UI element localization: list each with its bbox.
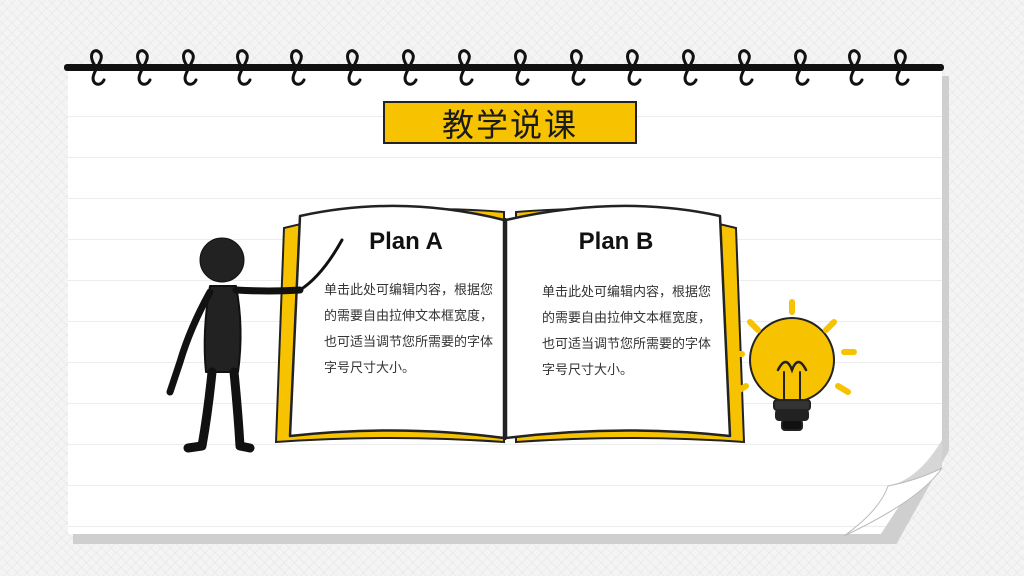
spiral-ring-icon bbox=[682, 49, 698, 86]
spiral-ring-icon bbox=[90, 49, 106, 86]
binding-bar bbox=[64, 64, 944, 71]
spiral-ring-icon bbox=[794, 49, 810, 86]
plan-b-body: 单击此处可编辑内容，根据您的需要自由拉伸文本框宽度，也可适当调节您所需要的字体字… bbox=[542, 285, 712, 378]
spiral-binding bbox=[90, 49, 910, 86]
spiral-ring-icon bbox=[182, 49, 198, 86]
stick-figure-teacher-icon bbox=[166, 237, 344, 453]
open-book-icon bbox=[274, 204, 746, 444]
spiral-ring-icon bbox=[290, 49, 306, 86]
spiral-ring-icon bbox=[626, 49, 642, 86]
title-banner: 教学说课 bbox=[383, 101, 637, 144]
spiral-ring-icon bbox=[136, 49, 152, 86]
spiral-ring-icon bbox=[402, 49, 418, 86]
spiral-ring-icon bbox=[570, 49, 586, 86]
page-title: 教学说课 bbox=[441, 105, 578, 144]
spiral-ring-icon bbox=[458, 49, 474, 86]
page-curl-icon bbox=[843, 440, 943, 536]
light-bulb-icon bbox=[729, 299, 857, 431]
spiral-ring-icon bbox=[894, 49, 910, 86]
spiral-ring-icon bbox=[236, 49, 252, 86]
plan-b-title: Plan B bbox=[578, 228, 654, 255]
spiral-ring-icon bbox=[738, 49, 754, 86]
spiral-ring-icon bbox=[346, 49, 362, 86]
plan-a-body: 单击此处可编辑内容，根据您的需要自由拉伸文本框宽度，也可适当调节您所需要的字体字… bbox=[324, 283, 494, 376]
spiral-ring-icon bbox=[848, 49, 864, 86]
spiral-ring-icon bbox=[514, 49, 530, 86]
plan-a-title: Plan A bbox=[369, 228, 443, 255]
